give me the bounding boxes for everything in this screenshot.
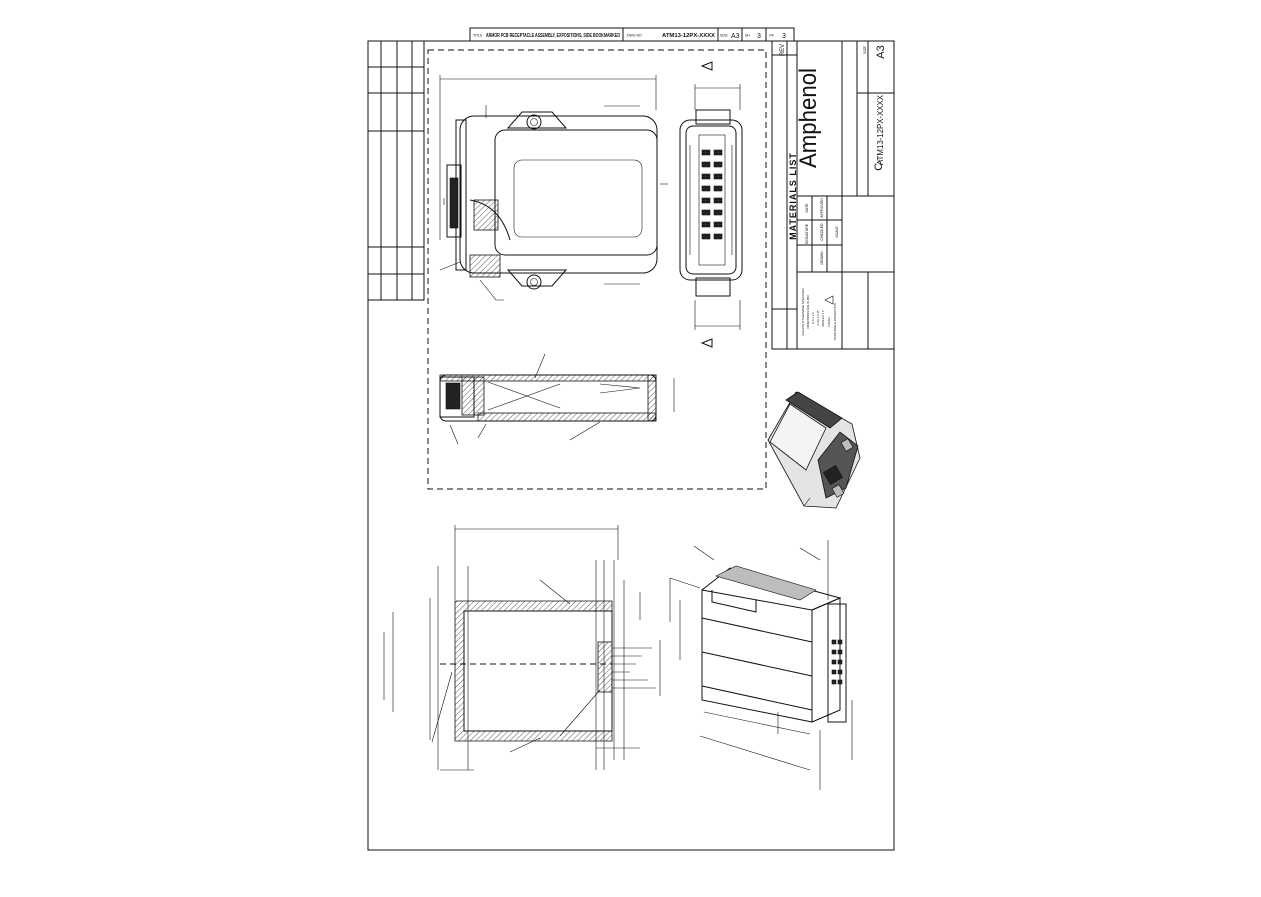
signature-label: SIGNATURE [805, 223, 809, 244]
finish-label: FINISH [827, 317, 831, 326]
isometric-render [767, 391, 861, 509]
header-size: A3 [731, 33, 740, 40]
tolerance-line-3: X.XX ± 0.15 [816, 310, 820, 325]
header-title: ARMOR PCB RECEPTACLE ASSEMBLY, EXPOSITIO… [486, 33, 620, 39]
header-sheet: 3 [757, 33, 761, 40]
approved-label: APPROVED [820, 198, 824, 218]
section-view [439, 353, 675, 445]
top-view [439, 75, 668, 301]
rev-label: REV [780, 44, 786, 56]
size-label: SIZE [863, 45, 867, 53]
datum-triangle-icon [700, 61, 713, 348]
section-boundary [427, 49, 767, 490]
materials-list-heading: MATERIALS LIST [788, 152, 798, 240]
header-dwg-no-label: DWG NO [627, 34, 642, 38]
projection-triangle-icon [824, 295, 834, 305]
notes-header: UNLESS OTHERWISE SPECIFIED [801, 287, 805, 335]
header-of-label: OF [769, 34, 774, 38]
revision-grid [367, 40, 425, 301]
drawing-prefix: C- [873, 159, 885, 171]
amphenol-logo: Amphenol [795, 68, 822, 168]
header-dwg-no: ATM13-12PX-XXXX [662, 33, 715, 39]
bottom-isometric-view [669, 540, 853, 790]
bottom-section-view [383, 525, 661, 771]
tolerance-line-1: DIMENSIONS ARE IN MM [806, 295, 810, 329]
checked-label: CHECKED [820, 223, 824, 241]
scale-label: SCALE [835, 226, 839, 238]
tolerance-line-2: X.X ± 0.3 [811, 312, 815, 324]
header-strip: TITLE ARMOR PCB RECEPTACLE ASSEMBLY, EXP… [469, 27, 795, 42]
size-value: A3 [875, 45, 887, 58]
projection-label: THIRD ANGLE PROJECTION [833, 303, 837, 340]
drawn-label: DRAWN [820, 251, 824, 265]
title-block: REV MATERIALS LIST Amphenol SIZE A3 ATM1… [771, 40, 895, 350]
header-of: 3 [782, 33, 786, 40]
date-label: DATE [805, 203, 809, 213]
sheet-border [367, 40, 895, 851]
header-title-label: TITLE [473, 34, 483, 38]
header-size-label: SIZE [720, 34, 728, 38]
tolerance-line-4: ANGLES ± 1° [821, 309, 825, 326]
end-view [679, 84, 743, 330]
part-number: ATM13-12PX-XXXX [876, 94, 885, 165]
header-sheet-label: SH [745, 34, 750, 38]
